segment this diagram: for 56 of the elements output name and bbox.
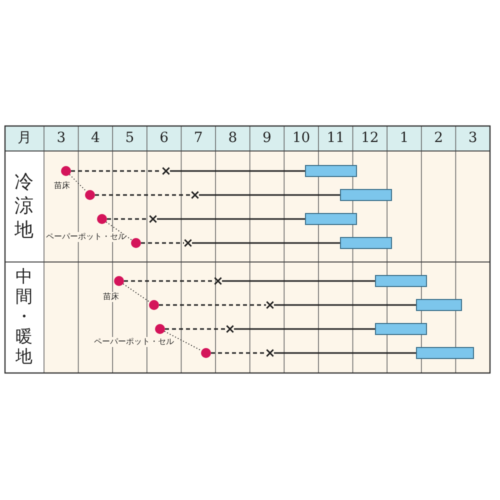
month-label: 5 [124, 129, 136, 148]
solid-line [157, 218, 305, 220]
solid-line [199, 194, 340, 196]
harvest-bar [416, 347, 474, 359]
solid-line [274, 352, 416, 354]
cross-mark [226, 325, 234, 333]
cross-mark [149, 215, 157, 223]
dotted-line [106, 221, 132, 241]
dashed-line [71, 170, 162, 172]
cross-mark [191, 191, 199, 199]
solid-line [234, 328, 375, 330]
dashed-line [95, 194, 191, 196]
dashed-line [211, 352, 266, 354]
row-heading: 中間・暖地 [14, 267, 34, 367]
dotted-line [164, 330, 202, 352]
harvest-bar [305, 213, 357, 225]
column-heading: 月 [16, 129, 32, 148]
method-note: ペーパーポット・セル [94, 337, 174, 347]
month-label: 1 [398, 129, 410, 148]
solid-line [170, 170, 305, 172]
harvest-bar [340, 189, 392, 201]
harvest-bar [305, 165, 357, 177]
dashed-line [107, 218, 149, 220]
harvest-bar [416, 299, 462, 311]
dashed-line [124, 280, 214, 282]
method-note: 苗床 [103, 292, 119, 302]
dotted-line [69, 174, 87, 192]
dashed-line [159, 304, 266, 306]
month-label: 3 [56, 129, 67, 148]
month-label: 2 [433, 129, 444, 148]
harvest-bar [340, 237, 392, 249]
solid-line [192, 242, 340, 244]
month-label: 8 [227, 129, 238, 148]
dashed-line [141, 242, 184, 244]
month-label: 9 [262, 129, 272, 148]
method-note: ペーパーポット・セル [46, 232, 126, 242]
cross-mark [184, 239, 192, 247]
cross-mark [266, 349, 274, 357]
harvest-bar [375, 323, 427, 335]
row-heading: 冷涼地 [14, 170, 34, 242]
month-label: 10 [291, 129, 312, 148]
month-label: 3 [467, 129, 478, 148]
dotted-line [122, 283, 150, 303]
solid-line [222, 280, 375, 282]
solid-line [274, 304, 416, 306]
method-note: 苗床 [54, 181, 70, 191]
month-label: 12 [360, 129, 380, 148]
month-label: 7 [192, 129, 204, 148]
dashed-line [165, 328, 226, 330]
harvest-bar [375, 275, 427, 287]
cross-mark [214, 277, 222, 285]
month-label: 11 [326, 129, 346, 148]
cross-mark [266, 301, 274, 309]
month-label: 6 [158, 129, 170, 148]
cross-mark [162, 167, 170, 175]
month-label: 4 [90, 129, 101, 148]
